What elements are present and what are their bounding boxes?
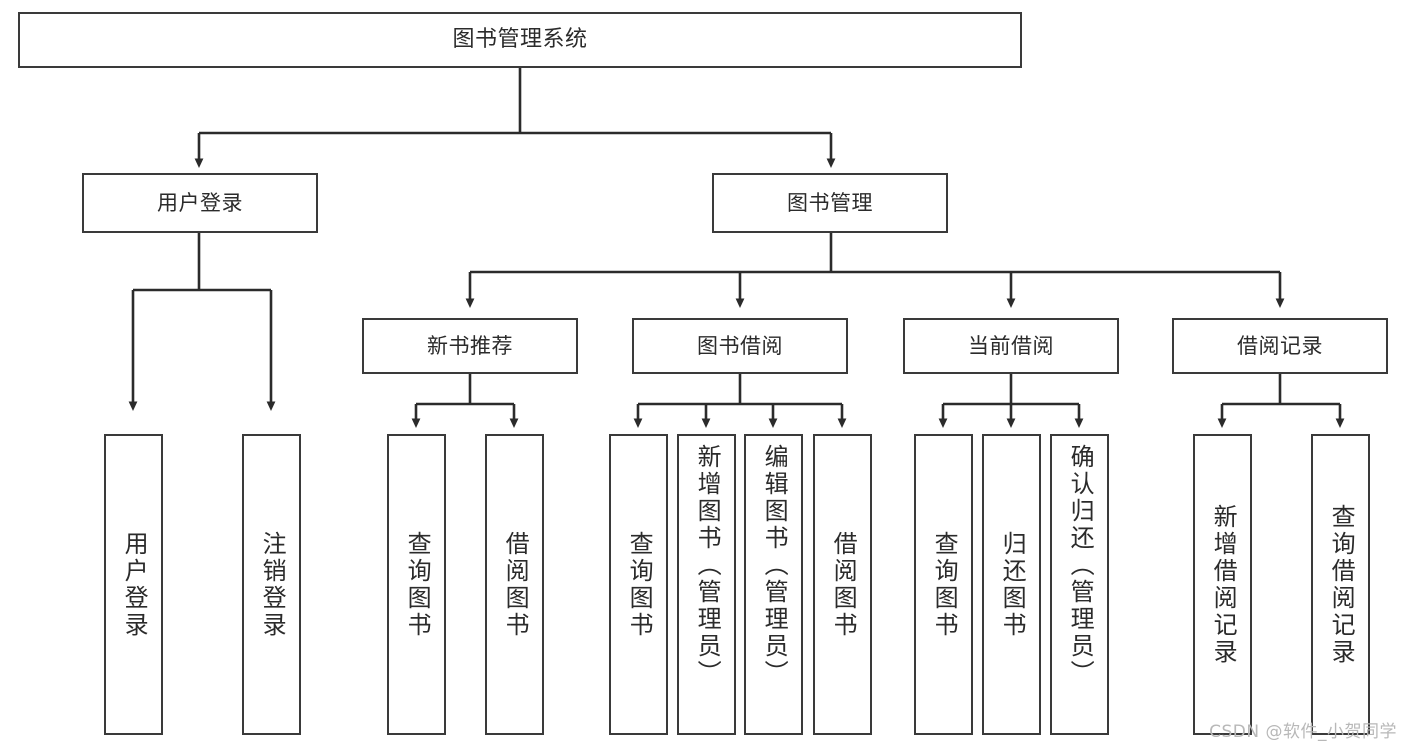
node-label: 新书推荐: [427, 333, 513, 358]
node-new-book-recommendation[interactable]: 新书推荐: [362, 318, 578, 374]
leaf-label: 编辑图书（管理员）: [760, 444, 789, 687]
leaf-confirm-return-admin[interactable]: 确认归还（管理员）: [1050, 434, 1109, 735]
leaf-query-books-recommendation[interactable]: 查询图书: [387, 434, 446, 735]
leaf-logout[interactable]: 注销登录: [242, 434, 301, 735]
leaf-label: 归还图书: [998, 530, 1027, 639]
node-label: 借阅记录: [1237, 333, 1323, 358]
leaf-label: 注销登录: [258, 530, 287, 639]
leaf-label: 查询图书: [930, 530, 959, 639]
node-label: 当前借阅: [968, 333, 1054, 358]
leaf-label: 确认归还（管理员）: [1066, 444, 1095, 687]
leaf-label: 查询借阅记录: [1327, 503, 1356, 666]
leaf-label: 借阅图书: [829, 530, 858, 639]
node-book-management[interactable]: 图书管理: [712, 173, 948, 233]
watermark: CSDN @软件_小贺同学: [1209, 722, 1397, 742]
node-borrowing-records[interactable]: 借阅记录: [1172, 318, 1388, 374]
leaf-edit-book-admin[interactable]: 编辑图书（管理员）: [744, 434, 803, 735]
node-label: 图书管理: [787, 190, 873, 215]
leaf-return-books[interactable]: 归还图书: [982, 434, 1041, 735]
leaf-label: 查询图书: [403, 530, 432, 639]
leaf-label: 借阅图书: [501, 530, 530, 639]
leaf-label: 新增借阅记录: [1209, 503, 1238, 666]
leaf-label: 用户登录: [120, 530, 149, 639]
node-label: 用户登录: [157, 190, 243, 215]
leaf-label: 查询图书: [625, 530, 654, 639]
leaf-query-books-borrowing[interactable]: 查询图书: [609, 434, 668, 735]
leaf-user-login[interactable]: 用户登录: [104, 434, 163, 735]
leaf-add-borrowing-record[interactable]: 新增借阅记录: [1193, 434, 1252, 735]
node-root-book-management-system[interactable]: 图书管理系统: [18, 12, 1022, 68]
node-label: 图书借阅: [697, 333, 783, 358]
leaf-borrow-books-borrowing[interactable]: 借阅图书: [813, 434, 872, 735]
leaf-label: 新增图书（管理员）: [693, 444, 722, 687]
node-user-login[interactable]: 用户登录: [82, 173, 318, 233]
leaf-add-book-admin[interactable]: 新增图书（管理员）: [677, 434, 736, 735]
node-book-borrowing[interactable]: 图书借阅: [632, 318, 848, 374]
leaf-borrow-books-recommendation[interactable]: 借阅图书: [485, 434, 544, 735]
node-current-borrowing[interactable]: 当前借阅: [903, 318, 1119, 374]
leaf-query-books-current[interactable]: 查询图书: [914, 434, 973, 735]
leaf-query-borrowing-record[interactable]: 查询借阅记录: [1311, 434, 1370, 735]
node-label: 图书管理系统: [452, 27, 588, 53]
